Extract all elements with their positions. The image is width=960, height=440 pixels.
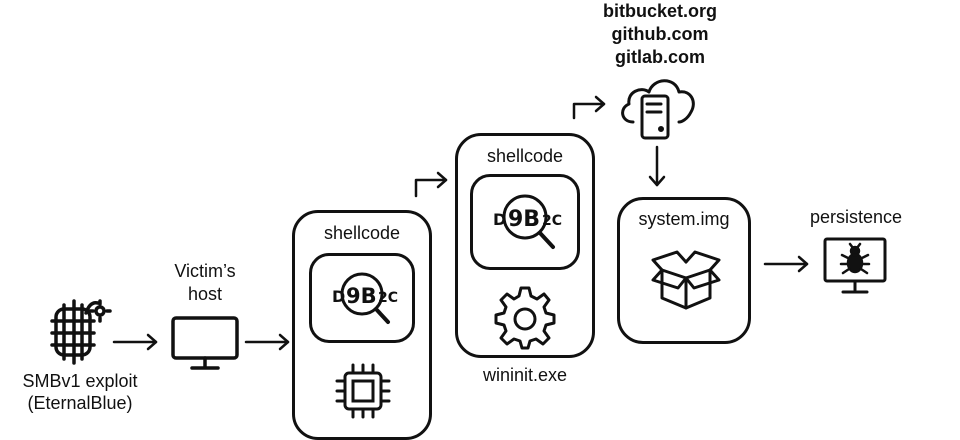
victim-label-line2: host bbox=[187, 284, 223, 304]
malware-exploit-icon bbox=[50, 299, 112, 365]
monitor-bug-icon bbox=[823, 237, 887, 294]
stage1-title: shellcode bbox=[323, 223, 401, 243]
arrow-cloud-to-stage3 bbox=[648, 145, 666, 187]
logo-letter-a: D bbox=[493, 210, 506, 229]
stage2-logo-panel: D 9B 2C bbox=[470, 174, 580, 270]
arrow-stage3-to-persistence bbox=[763, 255, 809, 273]
victim-label-line1: Victim’s bbox=[174, 261, 236, 281]
host-github: github.com bbox=[611, 24, 709, 44]
arrow-host-to-stage1 bbox=[244, 333, 290, 351]
arrow-stage2-to-cloud bbox=[572, 95, 606, 120]
cpu-chip-icon bbox=[335, 363, 391, 419]
monitor-icon bbox=[171, 316, 239, 370]
host-bitbucket: bitbucket.org bbox=[602, 1, 717, 21]
logo-letter-a: D bbox=[332, 287, 345, 306]
host-gitlab: gitlab.com bbox=[614, 47, 705, 67]
logo-letters-c: 2C bbox=[378, 290, 398, 306]
stage2-caption: wininit.exe bbox=[482, 365, 568, 385]
stage1-logo-panel: D 9B 2C bbox=[309, 253, 415, 343]
gear-icon bbox=[494, 286, 556, 350]
cloud-server-icon bbox=[621, 79, 695, 140]
stage2-title: shellcode bbox=[486, 146, 564, 166]
d9b2c-logo: D 9B 2C bbox=[332, 272, 398, 324]
stage2-box: shellcode D 9B 2C bbox=[455, 133, 595, 358]
exploit-label-line2: (EternalBlue) bbox=[27, 393, 133, 413]
open-box-icon bbox=[651, 250, 721, 310]
stage3-title: system.img bbox=[638, 209, 730, 229]
d9b2c-logo: D 9B 2C bbox=[493, 194, 562, 249]
logo-letters-b: 9B bbox=[508, 207, 540, 232]
persistence-label: persistence bbox=[809, 207, 903, 227]
stage1-box: shellcode D 9B 2C bbox=[292, 210, 432, 440]
logo-letters-c: 2C bbox=[542, 213, 562, 229]
arrow-exploit-to-host bbox=[112, 333, 158, 351]
logo-letters-b: 9B bbox=[346, 284, 377, 308]
exploit-label-line1: SMBv1 exploit bbox=[22, 371, 138, 391]
stage3-box: system.img bbox=[617, 197, 751, 344]
arrow-stage1-to-stage2 bbox=[414, 171, 448, 198]
